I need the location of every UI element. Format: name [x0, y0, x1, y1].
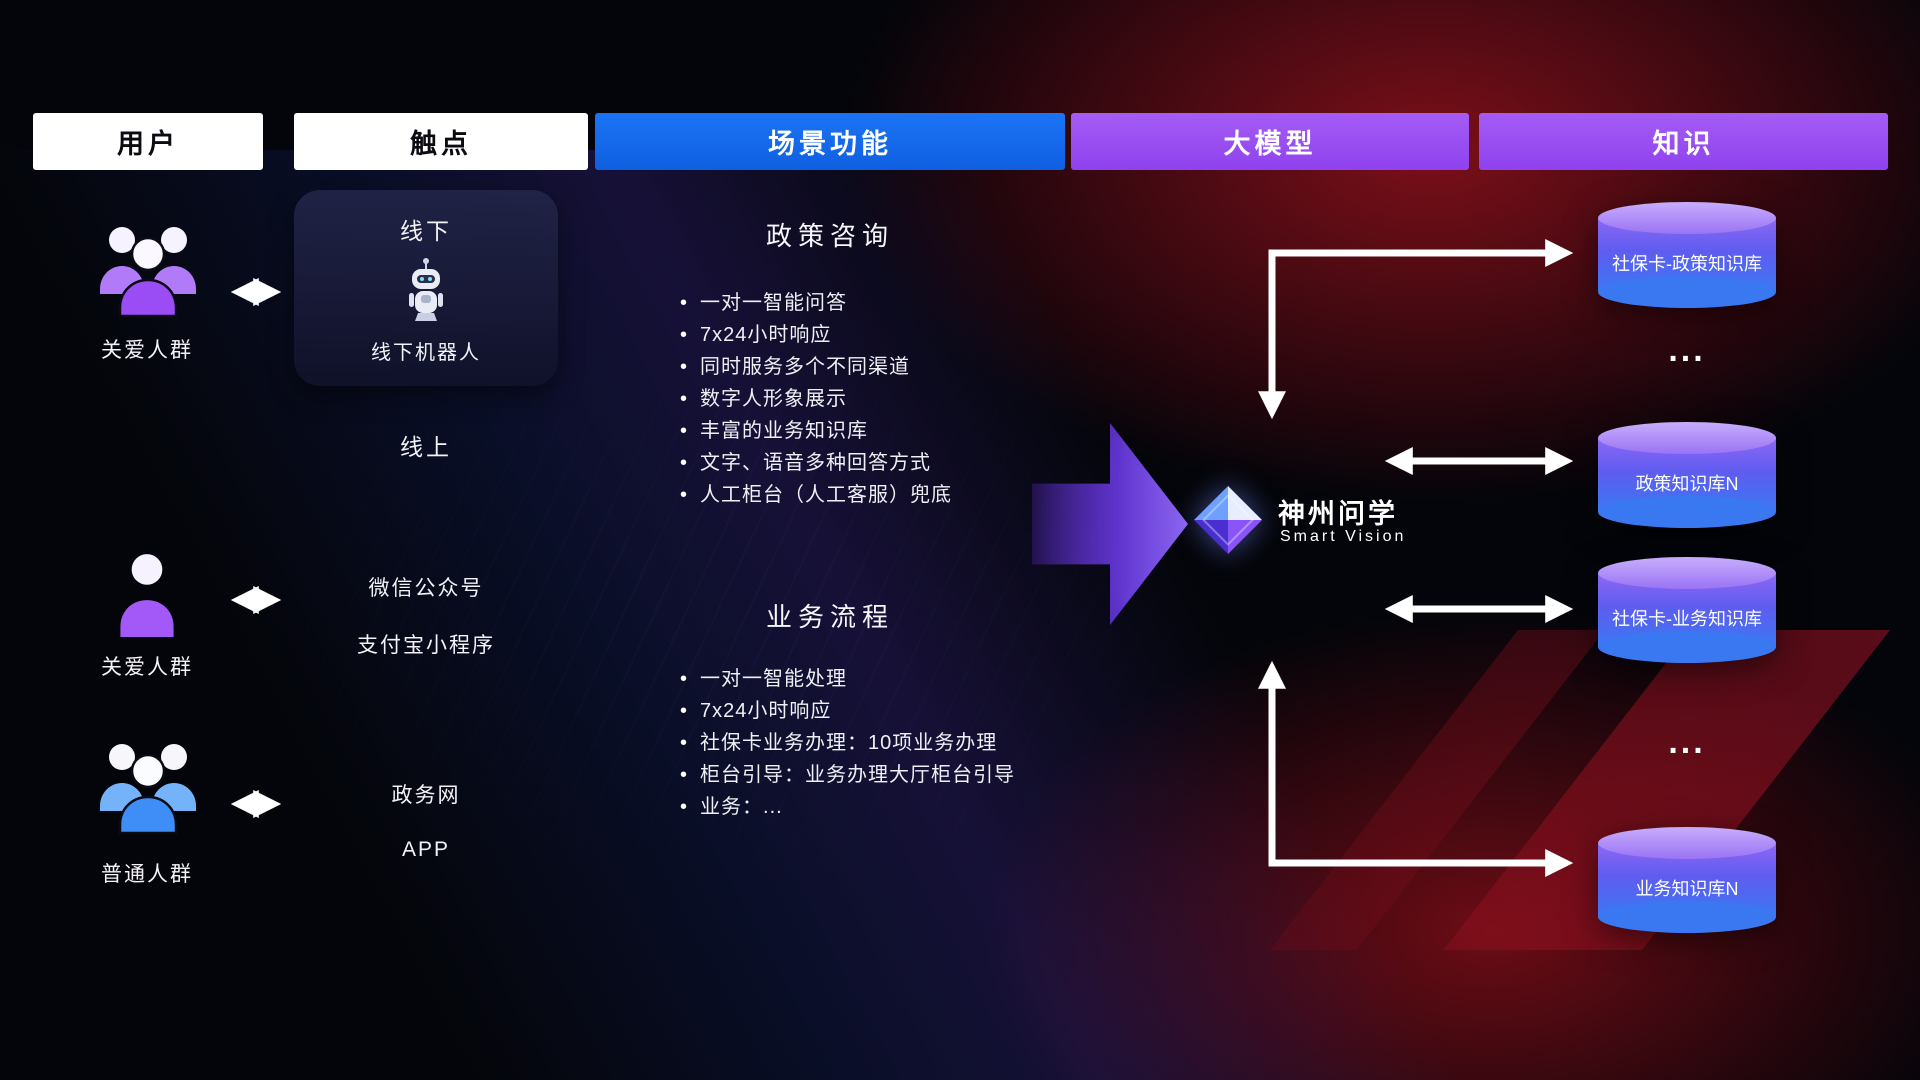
scene-bullet: 一对一智能问答 — [680, 292, 1160, 314]
scene-bullet: 丰富的业务知识库 — [680, 420, 1160, 442]
elbow-arrow-top — [1258, 239, 1574, 420]
scene-title-business: 业务流程 — [765, 602, 894, 632]
channel-wechat: 微信公众号 — [368, 577, 484, 600]
header-large-model: 大模型 — [1071, 113, 1469, 170]
header-knowledge: 知识 — [1479, 113, 1888, 170]
business-feature-list: 一对一智能处理 7x24小时响应 社保卡业务办理：10项业务办理 柜台引导：业务… — [680, 668, 1160, 828]
background-red-chevrons — [1270, 630, 1890, 950]
scene-bullet: 文字、语音多种回答方式 — [680, 452, 1160, 474]
user-single-label: 关爱人群 — [101, 656, 193, 679]
scene-bullet: 业务：... — [680, 796, 1160, 818]
model-subtitle: Smart Vision — [1280, 528, 1407, 545]
red-chevron-shape — [1443, 630, 1890, 950]
knowledge-db-label: 社保卡-业务知识库 — [1612, 608, 1762, 629]
red-chevron-shape — [1270, 630, 1605, 950]
knowledge-db-policy-sscard: 社保卡-政策知识库 — [1598, 202, 1776, 308]
online-title: 线上 — [400, 434, 452, 460]
user-group-icon — [100, 744, 196, 835]
elbow-arrow-bottom — [1258, 660, 1574, 877]
scene-title-policy: 政策咨询 — [765, 221, 894, 251]
header-users: 用户 — [33, 113, 263, 170]
offline-touchpoint-card: 线下 线下机器人 — [294, 190, 558, 386]
channel-gov-web: 政务网 — [391, 784, 461, 807]
knowledge-db-label: 政策知识库N — [1635, 473, 1739, 494]
scene-bullet: 同时服务多个不同渠道 — [680, 356, 1160, 378]
user-group-label: 关爱人群 — [101, 339, 193, 362]
offline-robot-label: 线下机器人 — [371, 342, 481, 364]
scene-bullet: 人工柜台（人工客服）兜底 — [680, 484, 1160, 506]
knowledge-db-business-sscard: 社保卡-业务知识库 — [1598, 557, 1776, 663]
header-scene-functions: 场景功能 — [595, 113, 1065, 170]
scene-bullet: 7x24小时响应 — [680, 324, 1160, 346]
robot-icon — [409, 258, 443, 321]
knowledge-db-label: 社保卡-政策知识库 — [1612, 253, 1762, 274]
channel-app: APP — [401, 838, 451, 861]
diamond-logo-icon — [1194, 486, 1262, 554]
ellipsis-dots: ... — [1668, 331, 1706, 369]
scene-bullet: 柜台引导：业务办理大厅柜台引导 — [680, 764, 1160, 786]
user-group-icon — [100, 227, 196, 318]
model-name: 神州问学 — [1278, 499, 1398, 529]
header-touchpoints: 触点 — [294, 113, 588, 170]
user-icon — [120, 554, 174, 637]
knowledge-db-business-n: 业务知识库N — [1598, 827, 1776, 933]
scene-bullet: 数字人形象展示 — [680, 388, 1160, 410]
ellipsis-dots: ... — [1668, 723, 1706, 761]
offline-title: 线下 — [400, 218, 452, 244]
user-group2-label: 普通人群 — [101, 863, 193, 886]
scene-bullet: 7x24小时响应 — [680, 700, 1160, 722]
scene-bullet: 社保卡业务办理：10项业务办理 — [680, 732, 1160, 754]
channel-alipay: 支付宝小程序 — [357, 634, 495, 657]
knowledge-db-policy-n: 政策知识库N — [1598, 422, 1776, 528]
policy-feature-list: 一对一智能问答 7x24小时响应 同时服务多个不同渠道 数字人形象展示 丰富的业… — [680, 292, 1160, 516]
scene-bullet: 一对一智能处理 — [680, 668, 1160, 690]
knowledge-db-label: 业务知识库N — [1635, 878, 1739, 899]
